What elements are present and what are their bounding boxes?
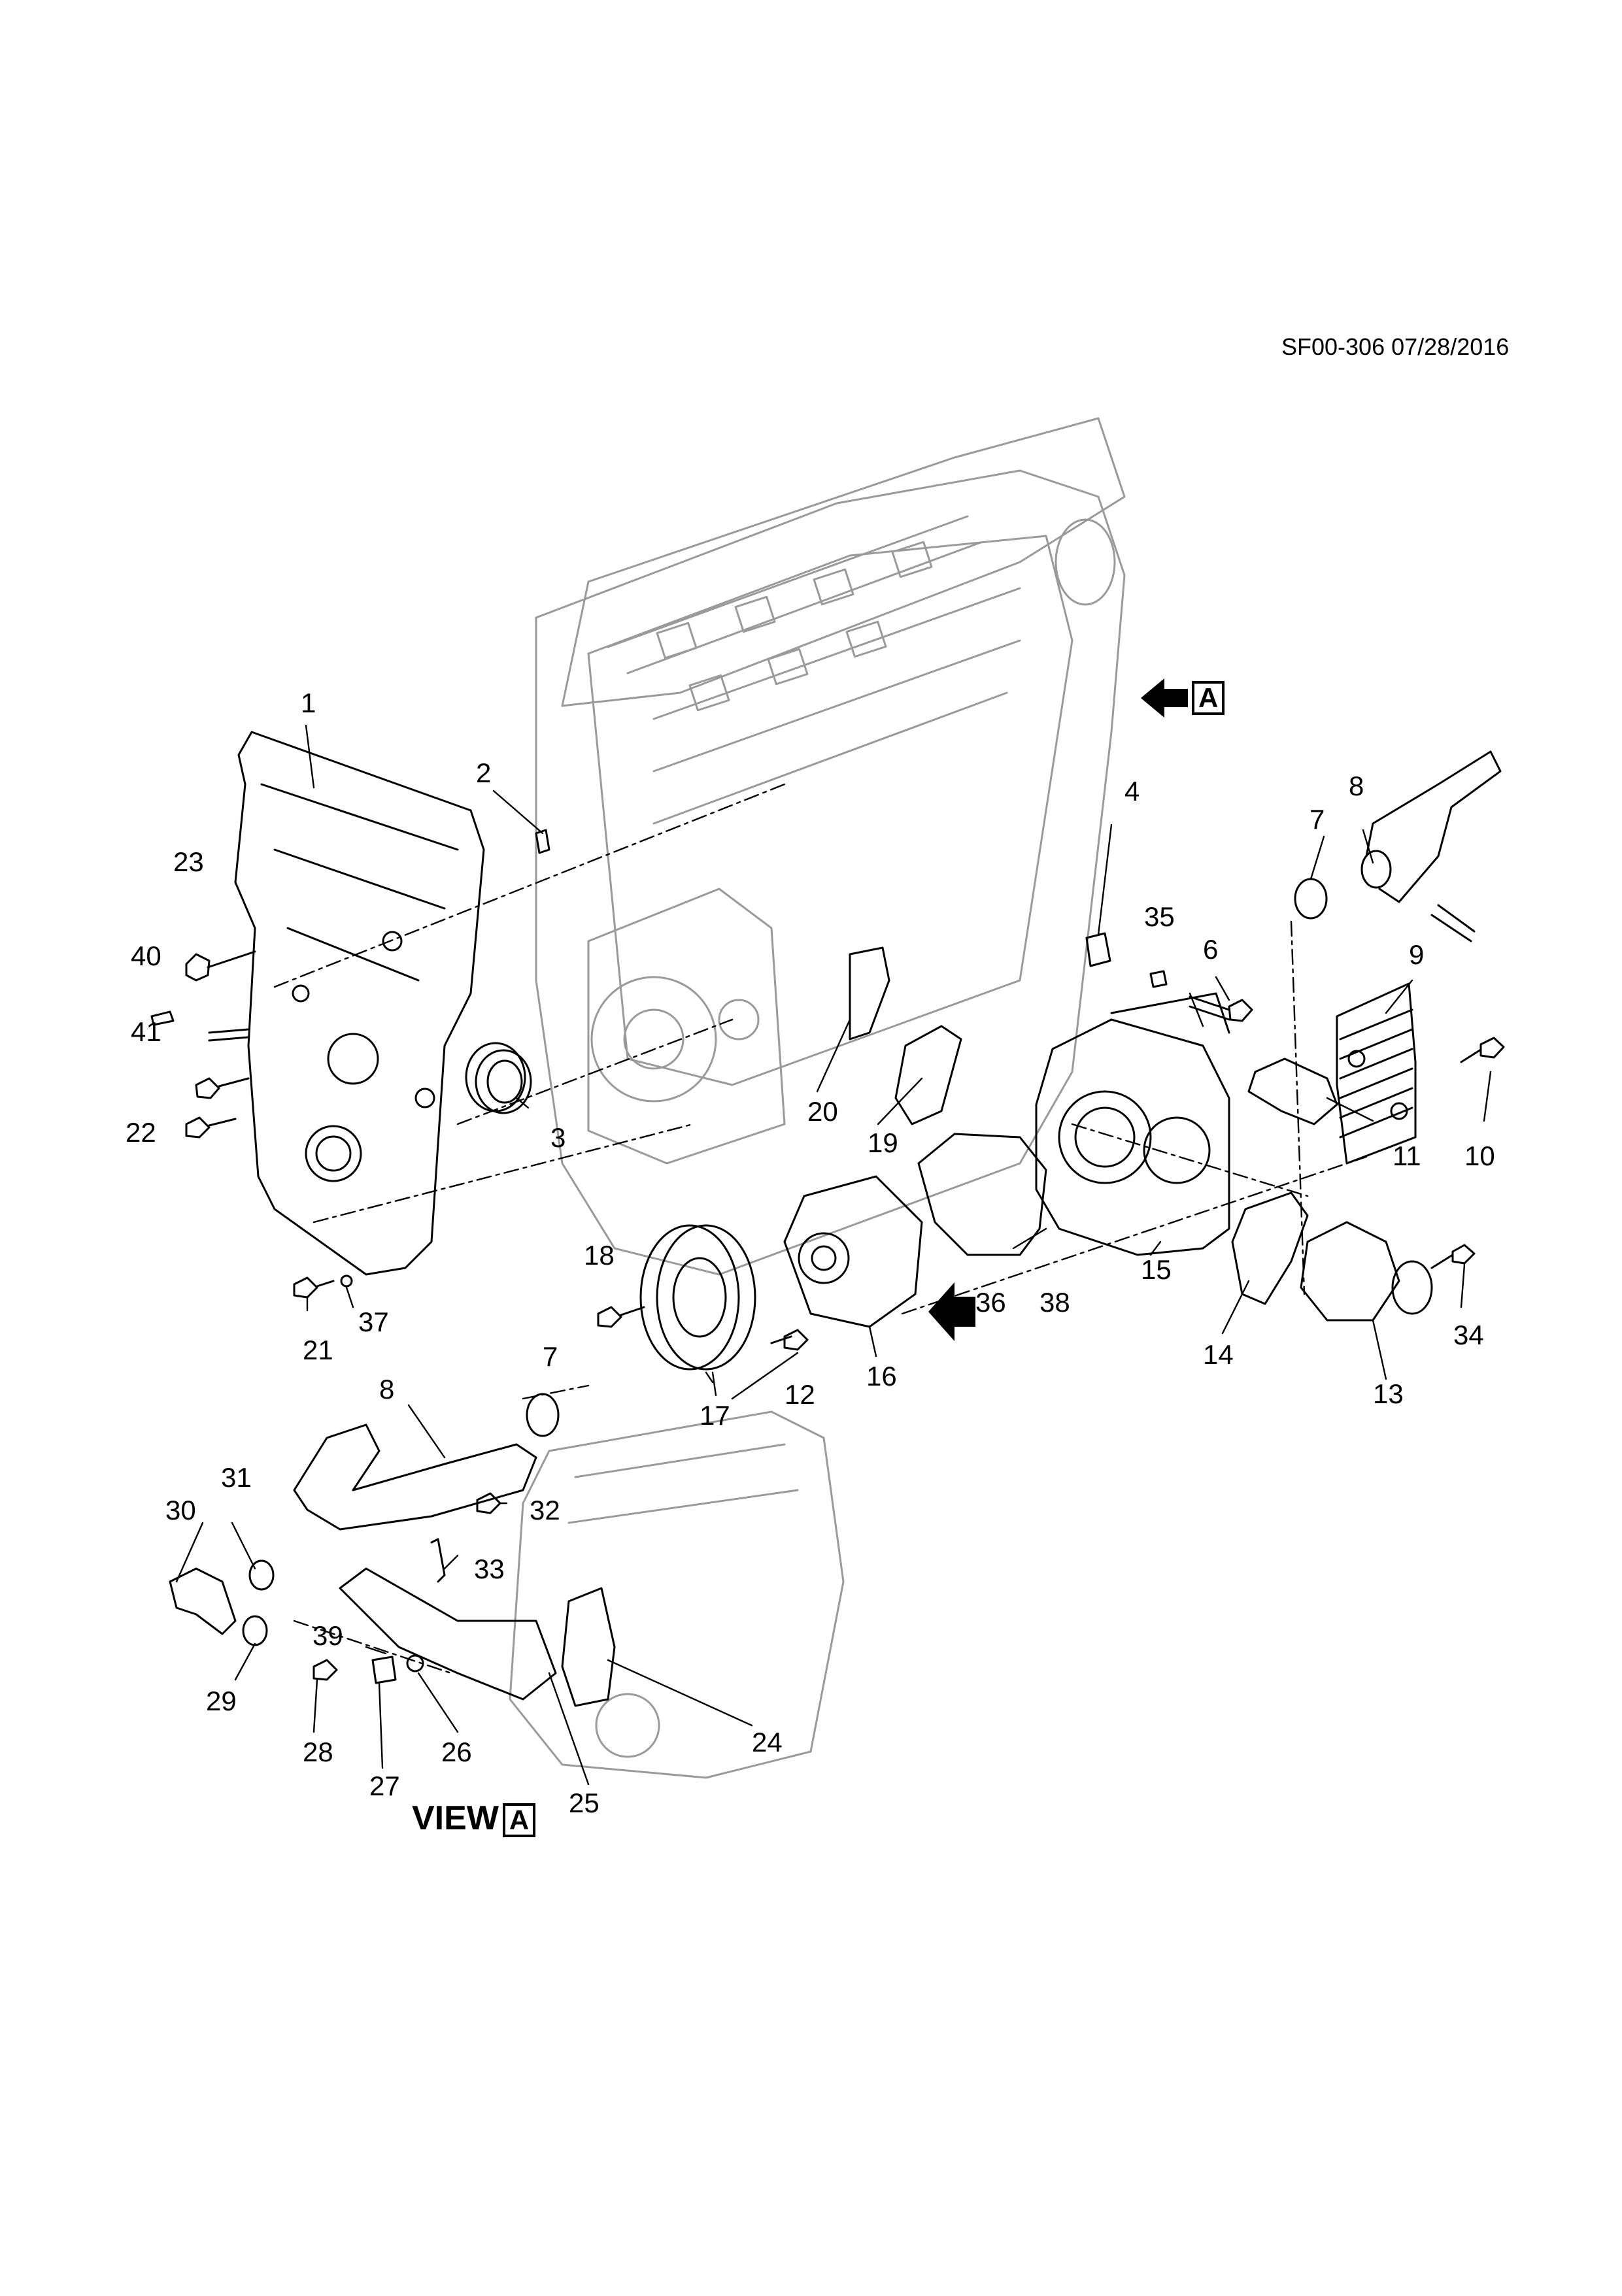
callout-38: 38 [1039,1287,1070,1318]
view-label-box: A [502,1803,536,1837]
callout-32: 32 [530,1495,560,1525]
callout-31: 31 [221,1462,252,1493]
callout-11: 11 [1393,1140,1421,1171]
callout-7-upper: 7 [1309,804,1325,835]
callout-40: 40 [131,940,161,971]
callout-19: 19 [868,1127,898,1158]
callout-25: 25 [569,1788,600,1818]
view-label-text: VIEW [412,1799,499,1837]
callout-3: 3 [550,1122,566,1153]
callout-20: 20 [807,1096,838,1127]
callout-13: 13 [1373,1378,1404,1409]
callout-8-upper: 8 [1349,771,1364,801]
callout-1: 1 [301,688,316,718]
callout-14: 14 [1203,1339,1234,1370]
callout-36: 36 [975,1287,1006,1318]
lower-view-engine [509,1410,845,1779]
camshaft-housing [561,417,1126,712]
callout-6: 6 [1203,934,1219,965]
callout-29: 29 [206,1686,237,1716]
callout-35: 35 [1144,901,1175,932]
callout-28: 28 [303,1737,333,1767]
callout-34: 34 [1453,1320,1484,1350]
callout-37: 37 [358,1306,389,1337]
arrow-left-icon [928,1282,975,1341]
callout-22: 22 [126,1117,156,1148]
callout-33: 33 [474,1554,505,1584]
arrow-left-icon [1141,678,1188,718]
callout-9: 9 [1409,939,1425,970]
callout-7-lower: 7 [543,1341,558,1372]
callout-15: 15 [1141,1254,1172,1285]
drawing-reference: SF00-306 07/28/2016 [1281,333,1510,360]
water-pump [783,1175,923,1328]
view-marker-box: A [1192,681,1225,715]
callout-17: 17 [700,1400,730,1431]
callout-2: 2 [476,757,492,788]
callout-16: 16 [866,1361,897,1391]
callout-10: 10 [1464,1140,1495,1171]
callout-21: 21 [303,1335,333,1365]
callout-8-lower: 8 [379,1374,395,1405]
callout-26: 26 [441,1737,472,1767]
callout-4: 4 [1124,776,1140,807]
thermostat [1300,1221,1400,1322]
timing-cover [234,731,485,1276]
view-arrow-a: A [1141,678,1225,718]
callout-30: 30 [165,1495,196,1525]
callout-27: 27 [369,1771,400,1801]
engine-block-outline [535,469,1126,1276]
callout-23: 23 [173,846,204,877]
callout-18: 18 [584,1240,615,1271]
callout-39: 39 [313,1620,343,1651]
pump-housing [1035,1018,1230,1256]
oil-cooler [1336,982,1417,1165]
callout-24: 24 [752,1727,783,1757]
view-arrow-36 [928,1282,975,1341]
callout-41: 41 [131,1016,161,1047]
callout-12: 12 [785,1379,815,1410]
